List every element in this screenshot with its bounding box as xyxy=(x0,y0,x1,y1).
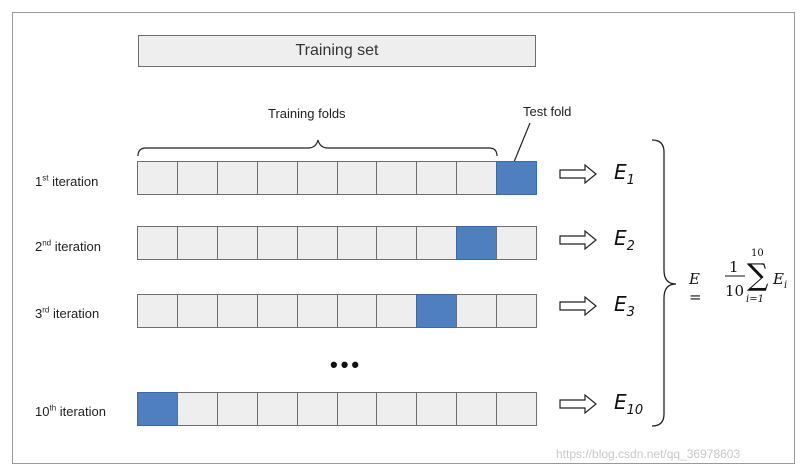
training-fold-cell xyxy=(137,294,178,328)
training-fold-cell xyxy=(416,226,458,260)
arrow-icon xyxy=(559,393,597,415)
training-fold-cell xyxy=(376,294,418,328)
training-set-label: Training set xyxy=(295,42,379,59)
error-label-3: E3 xyxy=(614,292,635,320)
test-fold-cell xyxy=(416,294,458,328)
test-fold-label: Test fold xyxy=(523,104,572,119)
training-fold-cell xyxy=(256,226,298,260)
formula-frac-num: 1 xyxy=(729,258,739,276)
training-fold-cell xyxy=(456,161,498,195)
error-label-1: E1 xyxy=(614,160,635,188)
test-fold-cell xyxy=(137,392,178,426)
training-fold-cell xyxy=(456,392,498,426)
iteration-label-1: 1st iteration xyxy=(35,173,99,189)
training-fold-cell xyxy=(296,294,338,328)
formula-term: Ei xyxy=(773,270,788,291)
iteration-label-3: 3rd iteration xyxy=(35,305,100,321)
sum-symbol-icon: ∑ xyxy=(747,258,769,293)
training-fold-cell xyxy=(137,226,178,260)
iteration-label-2: 2nd iteration xyxy=(35,238,102,254)
training-fold-cell xyxy=(496,294,538,328)
figure-frame xyxy=(12,12,795,464)
fold-row xyxy=(137,294,538,328)
error-label-10: E10 xyxy=(614,390,644,418)
training-fold-cell xyxy=(216,392,258,426)
training-folds-label: Training folds xyxy=(268,106,346,121)
fold-row xyxy=(137,161,538,195)
iteration-label-10: 10th iteration xyxy=(35,403,107,419)
test-fold-cell xyxy=(496,161,538,195)
fold-row xyxy=(137,226,538,260)
training-fold-cell xyxy=(176,161,218,195)
training-fold-cell xyxy=(256,294,298,328)
test-fold-pointer xyxy=(513,122,531,163)
training-fold-cell xyxy=(216,226,258,260)
training-fold-cell xyxy=(296,226,338,260)
training-fold-cell xyxy=(376,161,418,195)
ellipsis: ••• xyxy=(330,352,363,377)
training-fold-cell xyxy=(216,161,258,195)
training-fold-cell xyxy=(176,392,218,426)
training-fold-cell xyxy=(256,161,298,195)
training-fold-cell xyxy=(376,226,418,260)
training-set-box: Training set xyxy=(138,35,536,67)
training-fold-cell xyxy=(336,392,378,426)
training-fold-cell xyxy=(176,226,218,260)
training-fold-cell xyxy=(416,161,458,195)
watermark: https://blog.csdn.net/qq_36978603 xyxy=(556,447,741,461)
training-fold-cell xyxy=(256,392,298,426)
formula-frac-den: 10 xyxy=(725,282,745,300)
training-fold-cell xyxy=(336,294,378,328)
arrow-icon xyxy=(559,295,597,317)
arrow-icon xyxy=(559,163,597,185)
formula-sum-top: 10 xyxy=(751,248,764,259)
training-fold-cell xyxy=(416,392,458,426)
training-fold-cell xyxy=(336,161,378,195)
training-fold-cell xyxy=(216,294,258,328)
arrow-icon xyxy=(559,229,597,251)
formula-sum-bottom: i=1 xyxy=(746,294,764,305)
training-fold-cell xyxy=(296,161,338,195)
training-fold-cell xyxy=(496,392,538,426)
training-fold-cell xyxy=(296,392,338,426)
test-fold-cell xyxy=(456,226,498,260)
training-fold-cell xyxy=(496,226,538,260)
training-fold-cell xyxy=(176,294,218,328)
training-fold-cell xyxy=(376,392,418,426)
error-label-2: E2 xyxy=(614,226,635,254)
fold-row xyxy=(137,392,538,426)
training-fold-cell xyxy=(137,161,178,195)
formula-lhs: E = xyxy=(689,270,702,306)
training-fold-cell xyxy=(336,226,378,260)
summary-brace xyxy=(651,139,677,427)
training-folds-brace xyxy=(137,139,498,157)
training-fold-cell xyxy=(456,294,498,328)
